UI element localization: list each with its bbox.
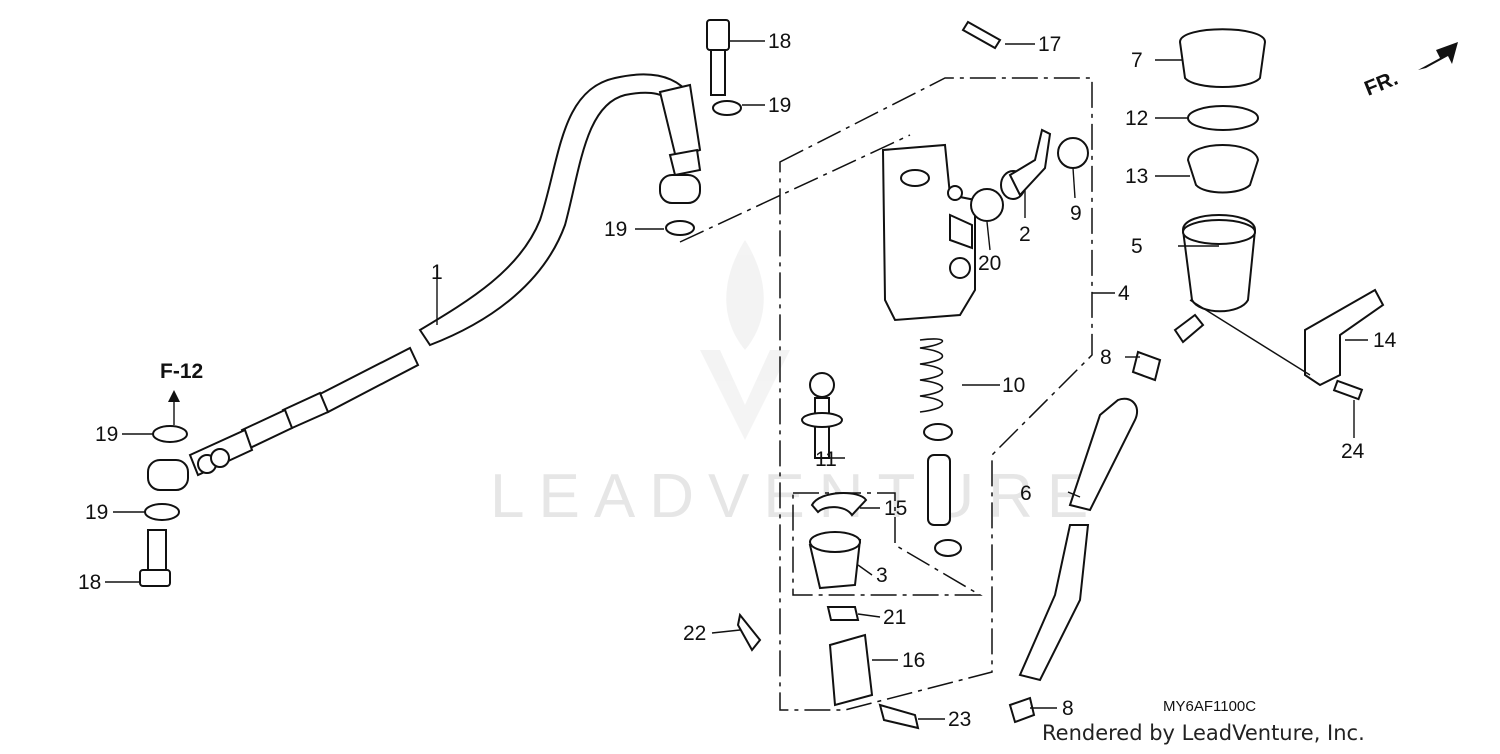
label-8-bottom: 8 bbox=[1062, 697, 1074, 720]
reservoir-hose bbox=[1008, 350, 1162, 724]
front-arrow-icon: FR. bbox=[1361, 42, 1458, 101]
label-14: 14 bbox=[1373, 329, 1397, 352]
label-9: 9 bbox=[1070, 202, 1082, 225]
label-24: 24 bbox=[1341, 440, 1365, 463]
drawing-code: MY6AF1100C bbox=[1163, 698, 1256, 715]
label-20: 20 bbox=[978, 252, 1001, 275]
label-8-top: 8 bbox=[1100, 346, 1112, 369]
reference-mark: F-12 bbox=[160, 360, 203, 383]
label-12: 12 bbox=[1125, 107, 1148, 130]
front-label: FR. bbox=[1361, 67, 1401, 101]
label-1: 1 bbox=[431, 261, 443, 284]
reservoir-assembly bbox=[1173, 28, 1385, 401]
watermark-logo bbox=[700, 240, 790, 440]
label-16: 16 bbox=[902, 649, 925, 672]
label-22: 22 bbox=[683, 622, 706, 645]
assembly-outline bbox=[779, 77, 1093, 711]
label-3: 3 bbox=[876, 564, 888, 587]
label-13: 13 bbox=[1125, 165, 1148, 188]
label-17: 17 bbox=[1038, 33, 1061, 56]
brake-hose bbox=[188, 73, 702, 477]
label-19-upper-right: 19 bbox=[768, 94, 791, 117]
label-18-top: 18 bbox=[768, 30, 791, 53]
master-cylinder-body bbox=[881, 143, 976, 322]
credit-text: Rendered by LeadVenture, Inc. bbox=[1042, 721, 1365, 745]
label-6: 6 bbox=[1020, 482, 1032, 505]
subassembly-outline bbox=[792, 492, 983, 596]
lower-banjo-fitting bbox=[139, 390, 189, 587]
upper-banjo-fitting bbox=[659, 19, 742, 236]
label-11: 11 bbox=[815, 448, 837, 471]
label-21: 21 bbox=[883, 606, 906, 629]
label-19-lower: 19 bbox=[85, 501, 108, 524]
leader-lines bbox=[105, 40, 1368, 720]
label-19-upper-left: 19 bbox=[604, 218, 627, 241]
label-19-lower-upper: 19 bbox=[95, 423, 118, 446]
label-10: 10 bbox=[1002, 374, 1025, 397]
hose-bolt-dashline bbox=[679, 134, 911, 243]
label-15: 15 bbox=[884, 497, 907, 520]
label-23: 23 bbox=[948, 708, 971, 731]
inlet-fitting bbox=[970, 128, 1089, 222]
misc-parts bbox=[736, 20, 1002, 730]
label-2: 2 bbox=[1019, 223, 1031, 246]
label-5: 5 bbox=[1131, 235, 1143, 258]
spring-piston-set bbox=[801, 338, 962, 707]
label-18-bottom: 18 bbox=[78, 571, 101, 594]
watermark-text: LEADVENTURE bbox=[490, 462, 1102, 531]
label-7: 7 bbox=[1131, 49, 1143, 72]
label-4: 4 bbox=[1118, 282, 1130, 305]
